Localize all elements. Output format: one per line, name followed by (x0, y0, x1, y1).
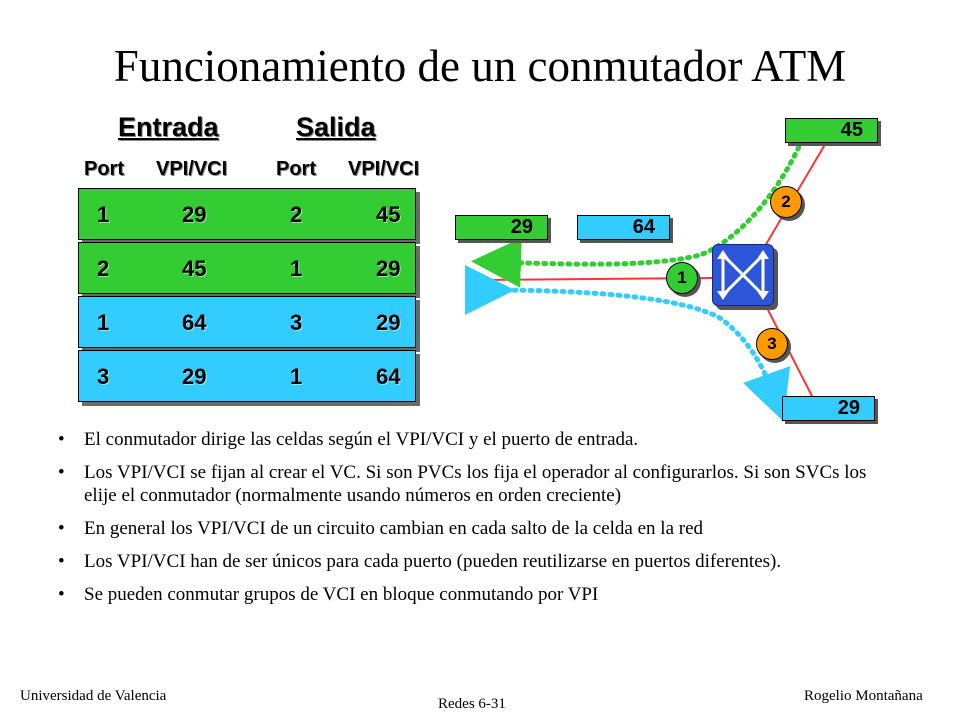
cell-left-cyan: 64 (577, 215, 670, 240)
out-vpivci: 64 (376, 364, 401, 389)
footer-center: Redes 6-31 (438, 696, 506, 712)
salida-header: Salida (296, 112, 376, 142)
in-port: 2 (97, 256, 110, 281)
footer-left: Universidad de Valencia (20, 688, 167, 704)
in-vpivci: 64 (182, 310, 207, 335)
out-vpivci: 45 (376, 202, 401, 227)
out-vpivci: 29 (376, 256, 401, 281)
col-header-out-vpivci: VPI/VCI (348, 158, 420, 180)
bullet-item: Se pueden conmutar grupos de VCI en bloq… (58, 583, 898, 606)
bullet-item: En general los VPI/VCI de un circuito ca… (58, 517, 898, 540)
in-vpivci: 29 (182, 364, 207, 389)
out-port: 1 (290, 256, 303, 281)
bullet-list: El conmutador dirige las celdas según el… (58, 428, 898, 616)
footer-right: Rogelio Montañana (804, 688, 923, 704)
cell-top: 45 (785, 118, 878, 143)
col-header-in-vpivci: VPI/VCI (156, 158, 228, 180)
in-vpivci: 29 (182, 202, 207, 227)
port-3-marker: 3 (756, 328, 788, 360)
in-port: 1 (97, 202, 110, 227)
out-vpivci: 29 (376, 310, 401, 335)
table-row: 2 45 1 29 (78, 242, 416, 294)
in-port: 3 (97, 364, 110, 389)
out-port: 2 (290, 202, 303, 227)
in-port: 1 (97, 310, 110, 335)
in-vpivci: 45 (182, 256, 207, 281)
col-header-out-port: Port (276, 158, 316, 180)
out-port: 3 (290, 310, 303, 335)
out-port: 1 (290, 364, 303, 389)
table-row: 1 29 2 45 (78, 188, 416, 240)
switch-arrows-icon (717, 250, 769, 300)
bullet-item: El conmutador dirige las celdas según el… (58, 428, 898, 451)
entrada-header: Entrada (118, 112, 219, 142)
col-header-in-port: Port (84, 158, 124, 180)
port-2-marker: 2 (770, 186, 802, 218)
bullet-item: Los VPI/VCI han de ser únicos para cada … (58, 550, 898, 573)
cell-left-green: 29 (455, 215, 548, 240)
table-row: 1 64 3 29 (78, 296, 416, 348)
page-title: Funcionamiento de un conmutador ATM (113, 41, 847, 91)
cyan-flow-arrow (464, 264, 791, 422)
bullet-item: Los VPI/VCI se fijan al crear el VC. Si … (58, 461, 898, 507)
atm-switch-icon (712, 244, 774, 306)
table-row: 3 29 1 64 (78, 350, 416, 402)
port-1-marker: 1 (666, 262, 698, 294)
green-flow-arrow (471, 137, 805, 288)
cell-bottom: 29 (782, 396, 875, 421)
